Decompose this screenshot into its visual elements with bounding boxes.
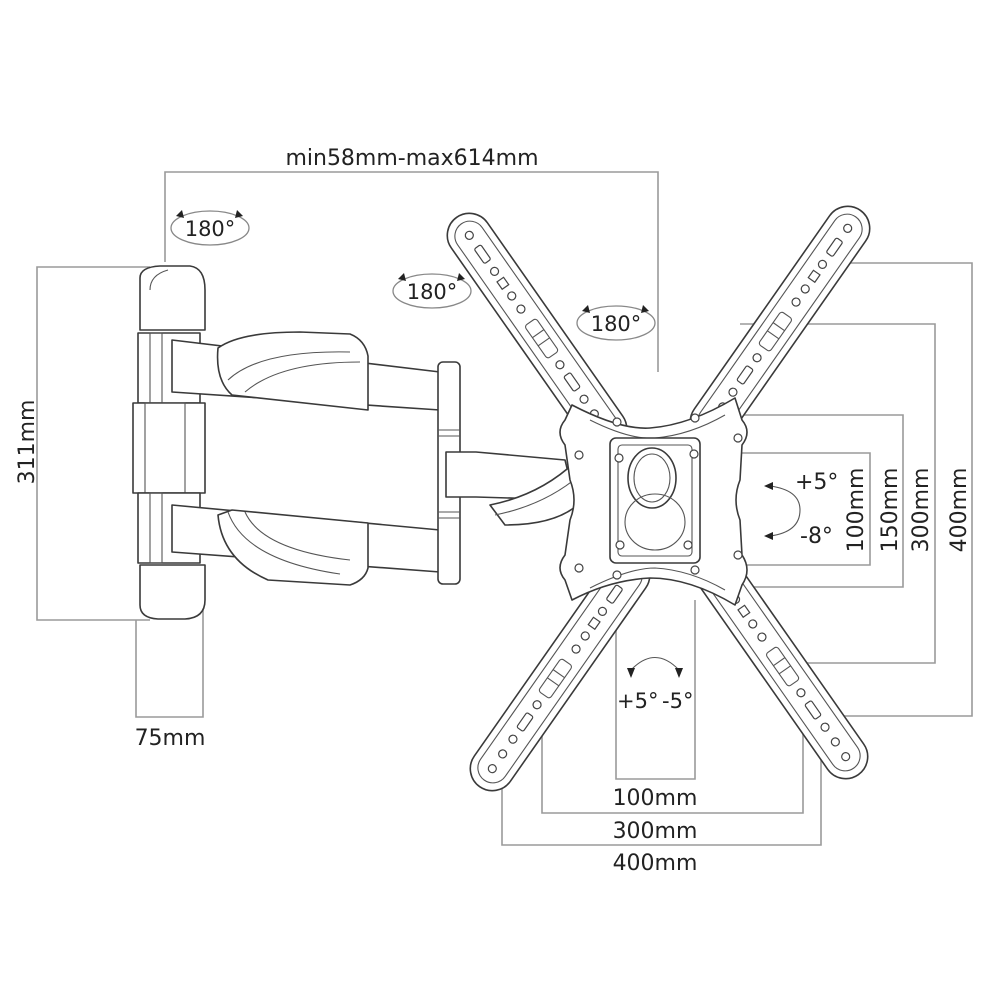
vesa-vertical-dimensions (696, 262, 973, 717)
rotation-badge-arm: 180° (392, 273, 472, 309)
tv-bracket-center (559, 397, 748, 606)
wall-plate-width-dimension (135, 575, 204, 718)
vesa-v-300-label: 300mm (909, 468, 934, 553)
wall-plate-height-label: 311mm (15, 400, 40, 485)
vesa-v-100-label: 100mm (844, 468, 869, 553)
rotation-label-3: 180° (591, 312, 642, 336)
lower-arm (171, 504, 441, 586)
rotation-label-2: 180° (407, 280, 458, 304)
rotation-badge-wall: 180° (170, 210, 250, 246)
vesa-v-150-label: 150mm (878, 468, 903, 553)
rotation-badge-head: 180° (576, 305, 656, 341)
wall-plate-height-dimension (36, 266, 150, 621)
vesa-horizontal-dimensions (501, 600, 822, 846)
tilt-indicator: +5° -8° (764, 470, 838, 549)
swivel-left-label: +5° (617, 689, 658, 713)
rotation-label-1: 180° (185, 217, 236, 241)
tilt-down-label: -8° (800, 524, 833, 549)
extension-label: min58mm-max614mm (285, 146, 538, 171)
short-arm (445, 451, 591, 526)
swivel-right-label: -5° (662, 689, 693, 713)
extension-dimension (164, 171, 659, 372)
vesa-h-400-label: 400mm (613, 851, 698, 876)
wall-plate (132, 265, 206, 620)
vesa-h-300-label: 300mm (613, 819, 698, 844)
swivel-indicator: +5° -5° (617, 656, 693, 713)
vesa-v-400-label: 400mm (947, 468, 972, 553)
vesa-h-100-label: 100mm (613, 786, 698, 811)
wall-plate-width-label: 75mm (135, 726, 206, 751)
tilt-up-label: +5° (795, 470, 838, 495)
upper-arm (171, 331, 441, 411)
